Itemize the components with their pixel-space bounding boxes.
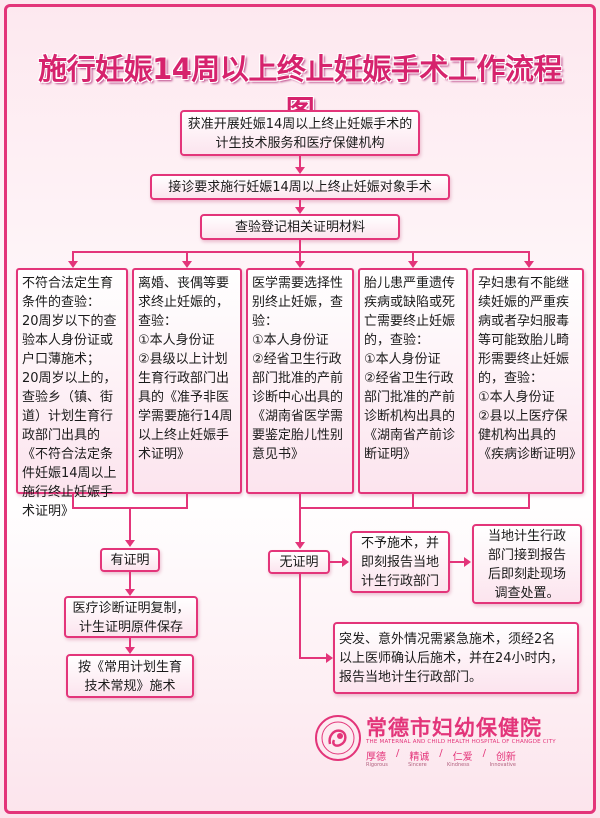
arrow-2 <box>295 207 305 214</box>
step-institution: 获准开展妊娠14周以上终止妊娠手术的 计生技术服务和医疗保健机构 <box>180 110 420 156</box>
connector-2 <box>299 200 301 209</box>
drop-col-5 <box>528 251 530 262</box>
merge-right-col4 <box>412 494 414 508</box>
connector-left-2 <box>129 638 131 648</box>
condition-illegal-birth: 不符合法定生育条件的查验： 20周岁以下的查验本人身份证或户口薄施术； 20周岁… <box>16 268 128 519</box>
connector-left-1 <box>129 572 131 590</box>
motto-separator: / <box>482 748 486 759</box>
connector-1 <box>299 156 301 168</box>
drop-col-3 <box>299 251 301 262</box>
motto-separator: / <box>439 748 443 759</box>
hospital-motto-en: Rigorous Sincere Kindness Innovative <box>366 762 516 768</box>
perform-per-guideline: 按《常用计划生育 技术常规》施术 <box>66 654 194 698</box>
arrow-col-5 <box>524 261 534 268</box>
refuse-and-report: 不予施术，并 即刻报告当地 计生行政部门 <box>350 531 450 593</box>
arrow-1 <box>295 167 305 174</box>
merge-right-drop <box>299 507 301 543</box>
distribution-bar <box>72 251 530 253</box>
step-verify: 查验登记相关证明材料 <box>200 214 400 240</box>
connector-3 <box>299 240 301 252</box>
drop-col-1 <box>72 251 74 262</box>
connector-right-down <box>299 574 301 658</box>
condition-divorce-widowed: 离婚、丧偶等要求终止妊娠的，查验： ①本人身份证 ②县级以上计划生育行政部门出具… <box>132 268 242 494</box>
step-reception: 接诊要求施行妊娠14周以上终止妊娠对象手术 <box>150 174 450 200</box>
arrow-right-handle <box>464 557 471 567</box>
connector-right-emergency <box>299 657 327 659</box>
arrow-right-emergency <box>326 653 333 663</box>
copy-medical-certificate: 医疗诊断证明复制， 计生证明原件保存 <box>64 596 198 638</box>
motto-separator: / <box>395 748 400 759</box>
condition-fetal-disease: 胎儿患严重遗传疾病或缺陷或死亡需要终止妊娠的，查验： ①本人身份证 ②经省卫生行… <box>358 268 468 494</box>
arrow-right-refuse <box>342 557 349 567</box>
motto-en-item: Sincere <box>408 762 427 768</box>
hospital-motto: 厚德 / 精诚 / 仁爱 / 创新 <box>366 748 516 763</box>
arrow-left-2 <box>125 647 135 654</box>
condition-maternal-disease: 孕妇患有不能继续妊娠的严重疾病或者孕妇服毒等可能致胎儿畸形需要终止妊娠的，查验：… <box>472 268 584 494</box>
connector-right-up <box>330 561 344 563</box>
arrow-left-merge <box>125 540 135 547</box>
connector-refuse-handle <box>450 561 466 563</box>
condition-medical-sex-selection: 医学需要选择性别终止妊娠，查验： ①本人身份证 ②经省卫生行政部门批准的产前诊断… <box>246 268 354 494</box>
merge-right-bar <box>299 507 530 509</box>
merge-left-col1 <box>72 494 74 508</box>
hospital-name-en: THE MATERNAL AND CHILD HEALTH HOSPITAL O… <box>366 739 556 745</box>
drop-col-4 <box>412 251 414 262</box>
motto-item: 厚德 <box>366 752 386 763</box>
motto-en-item: Kindness <box>446 762 470 768</box>
merge-left-drop <box>129 507 131 541</box>
hospital-logo: 常德市妇幼保健院 THE MATERNAL AND CHILD HEALTH H… <box>312 706 582 776</box>
motto-en-item: Rigorous <box>366 762 388 768</box>
motto-item: 仁爱 <box>452 752 473 763</box>
arrow-left-1 <box>125 589 135 596</box>
arrow-right-merge <box>295 542 305 549</box>
hospital-seal-icon <box>315 715 361 761</box>
drop-col-2 <box>186 251 188 262</box>
with-certificate-label: 有证明 <box>100 548 160 572</box>
motto-item: 创新 <box>495 752 516 763</box>
hospital-name: 常德市妇幼保健院 <box>366 716 542 740</box>
arrow-col-3 <box>295 261 305 268</box>
arrow-col-1 <box>68 261 78 268</box>
authority-investigation: 当地计生行政 部门接到报告 后即刻赴现场 调查处置。 <box>472 524 582 604</box>
merge-left-col2 <box>186 494 188 508</box>
merge-right-col3 <box>299 494 301 508</box>
merge-right-col5 <box>528 494 530 508</box>
emergency-procedure: 突发、意外情况需紧急施术，须经2名 以上医师确认后施术，并在24小时内， 报告当… <box>333 622 579 694</box>
without-certificate-label: 无证明 <box>268 550 330 574</box>
motto-en-item: Innovative <box>489 762 516 768</box>
arrow-col-4 <box>408 261 418 268</box>
arrow-col-2 <box>182 261 192 268</box>
motto-item: 精诚 <box>409 752 430 763</box>
